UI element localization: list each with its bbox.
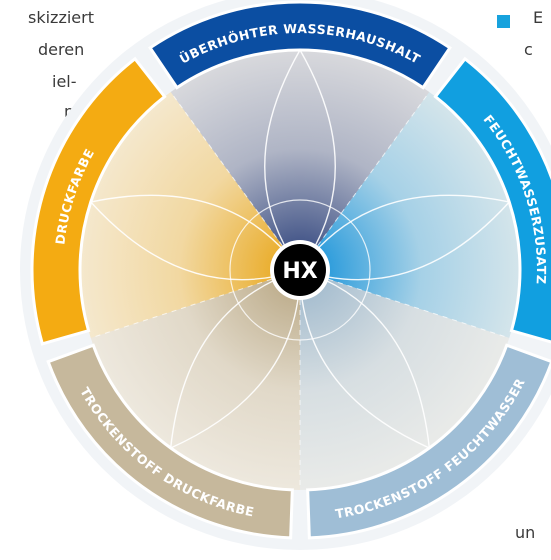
petal-wedge-2 [300, 270, 510, 490]
right-text-line-3: un [515, 523, 536, 542]
left-text-line-1: skizziert [28, 8, 94, 27]
right-text-line-2: c [524, 40, 533, 59]
ring-segment-4 [30, 56, 167, 346]
center-badge [274, 244, 326, 296]
bullet-square-icon [497, 15, 510, 28]
petal-wedge-3 [90, 270, 300, 490]
center-label: HX [282, 259, 317, 284]
ring-segment-2 [306, 343, 551, 540]
petal-wedge-1 [300, 92, 520, 338]
petal-wedge-4 [80, 92, 301, 338]
ring-segment-0 [148, 0, 452, 90]
dashed-guide-3 [90, 269, 301, 339]
inner-ring-outline [229, 199, 371, 341]
ring-segment-1 [433, 56, 551, 344]
right-text-line-1: E [533, 8, 544, 27]
dashed-guide-0 [299, 91, 430, 271]
left-text-line-2: deren [38, 40, 85, 59]
dashed-guide-1 [299, 269, 510, 339]
ring-segment-3 [46, 343, 294, 540]
dashed-guide-4 [170, 91, 301, 271]
petal-wedge-0 [170, 50, 430, 270]
left-text-line-3: iel- [52, 72, 77, 91]
